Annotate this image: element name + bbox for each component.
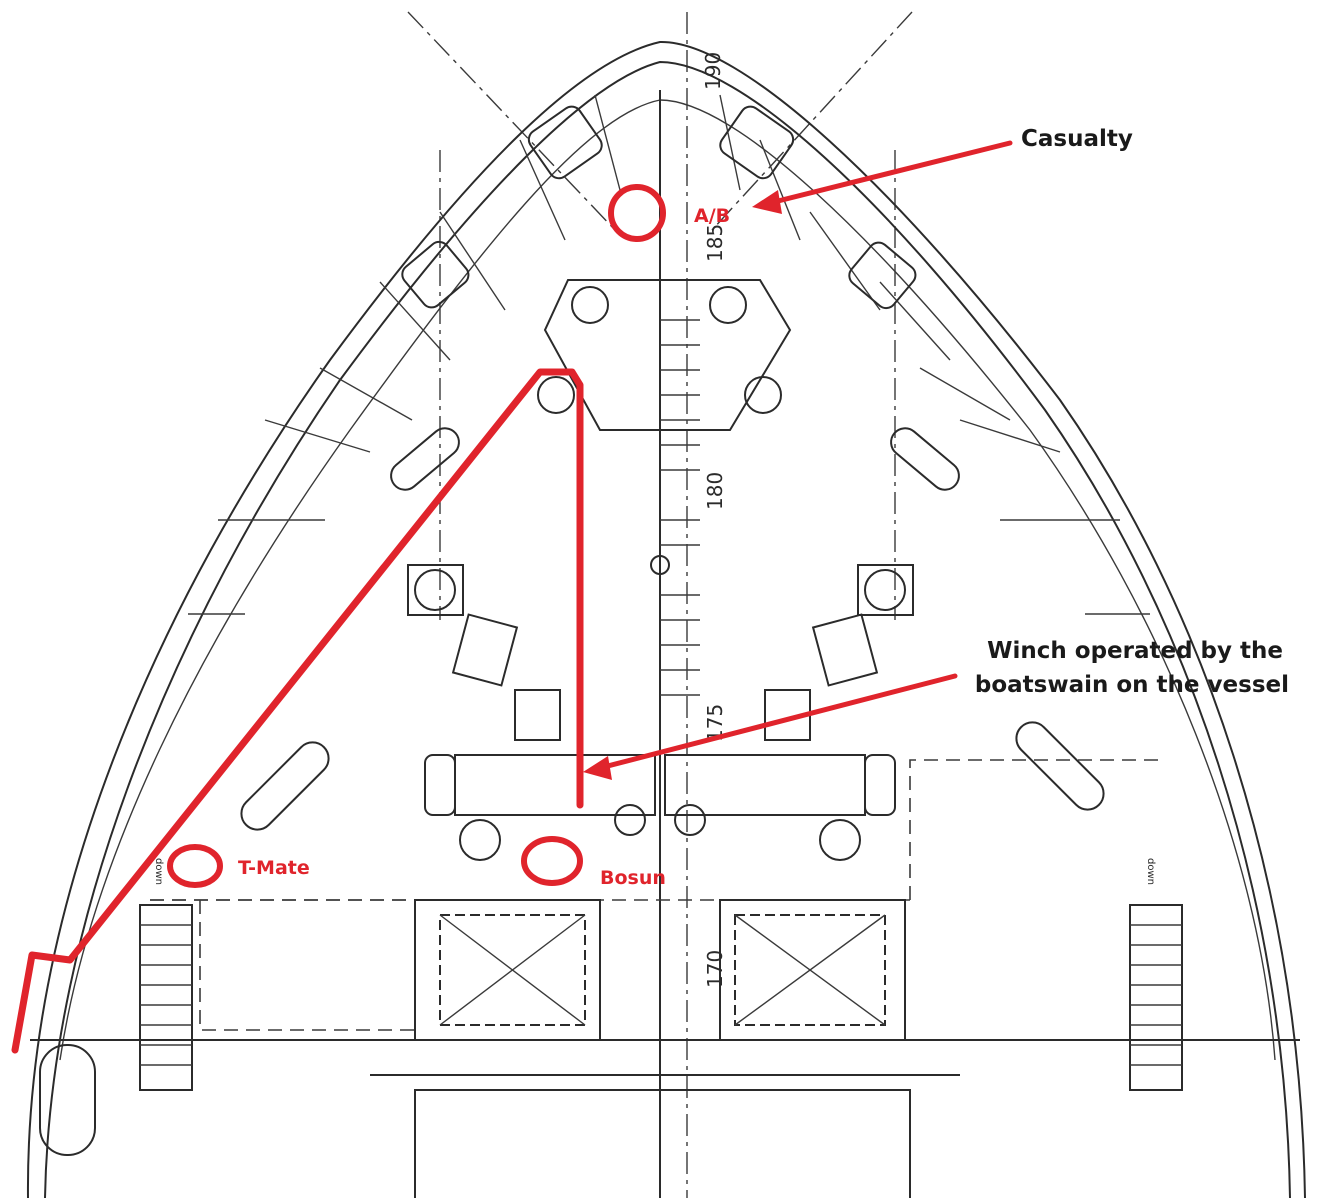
callout-text: Casualty Winch operated by the boatswain… xyxy=(975,126,1289,698)
frame-label-180: 180 xyxy=(703,472,727,510)
frame-label-190: 190 xyxy=(701,52,725,90)
casualty-arrow xyxy=(767,140,1013,206)
bosun-position-circle xyxy=(521,836,583,886)
stair-label-starboard: down xyxy=(1145,858,1156,885)
casualty-arrowhead xyxy=(752,190,782,214)
forecastle-boundary xyxy=(30,759,1300,1198)
ab-label: A/B xyxy=(694,205,730,227)
winch-units xyxy=(407,564,914,861)
bulwark-fairleads xyxy=(401,105,917,310)
deck-stiffeners xyxy=(188,94,1150,615)
red-annotations: A/B T-Mate Bosun xyxy=(11,140,1013,1054)
t-mate-position-circle xyxy=(167,844,223,888)
winch-arrowhead xyxy=(583,756,612,780)
windlass-platform xyxy=(537,90,792,1198)
casualty-position-circle xyxy=(608,184,666,242)
mooring-rollers xyxy=(240,427,1105,831)
casualty-label: Casualty xyxy=(1021,126,1133,152)
stair-label-port: down xyxy=(153,858,164,885)
bosun-label: Bosun xyxy=(600,867,666,889)
frame-label-185: 185 xyxy=(703,224,727,262)
winch-arrow xyxy=(597,673,958,771)
rope-path xyxy=(11,368,584,1054)
frame-labels: 190 185 180 175 170 xyxy=(701,52,727,988)
frame-label-170: 170 xyxy=(703,950,727,988)
hatch-covers xyxy=(414,899,906,1041)
t-mate-label: T-Mate xyxy=(238,857,310,879)
winch-label-line1: Winch operated by the xyxy=(987,638,1283,664)
stairways: down down xyxy=(39,858,1183,1156)
construction-lines xyxy=(407,11,913,1198)
winch-label-line2: boatswain on the vessel xyxy=(975,672,1289,698)
